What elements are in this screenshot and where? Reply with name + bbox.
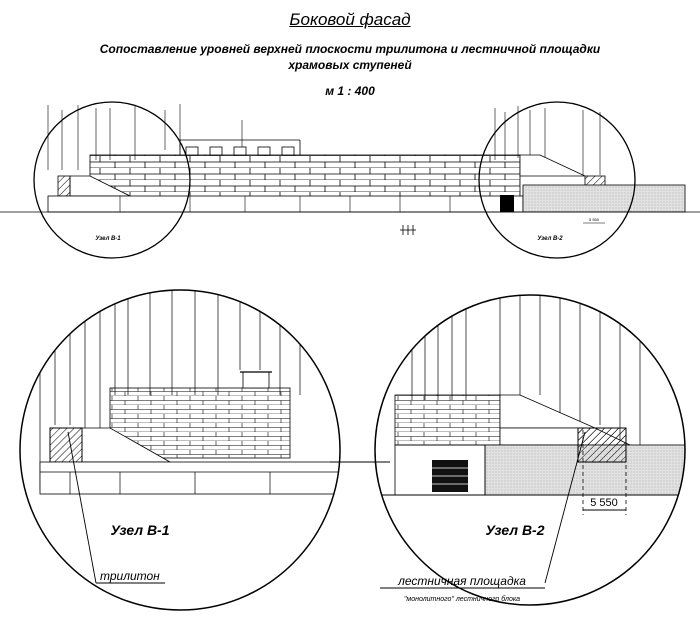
callout-trilithon: трилитон [100,569,160,583]
detail-node2: 5 550 Узел В-2 лестничная площадка "моно… [374,294,686,606]
callout-landing: лестничная площадка [397,574,526,588]
page-title: Боковой фасад [289,10,411,29]
subtitle-line-1: Сопоставление уровней верхней плоскости … [99,42,601,56]
node1-label: Узел В-1 [110,522,169,538]
construction-lines-top [47,104,601,175]
top-node2-dimension: 5 550 [589,217,600,222]
dimension-value: 5 550 [590,497,618,509]
subtitle-line-2: храмовых ступеней [288,58,412,72]
zoom-circle-node1 [19,289,341,611]
zoom-circle-node2-top [478,101,636,259]
node2-label: Узел В-2 [485,522,544,538]
callout-landing-note: "монолитного" лестничного блока [404,595,520,603]
detail-node1: Узел В-1 трилитон [19,289,341,611]
scale-label: м 1 : 400 [325,84,375,98]
zoom-circle-node2 [374,294,686,606]
top-node1-label: Узел В-1 [95,236,121,242]
zoom-circle-node1-top [33,101,191,259]
top-node2-label: Узел В-2 [537,236,563,242]
top-elevation: 5 550 Узел В-1 Узел В-2 [0,101,700,259]
